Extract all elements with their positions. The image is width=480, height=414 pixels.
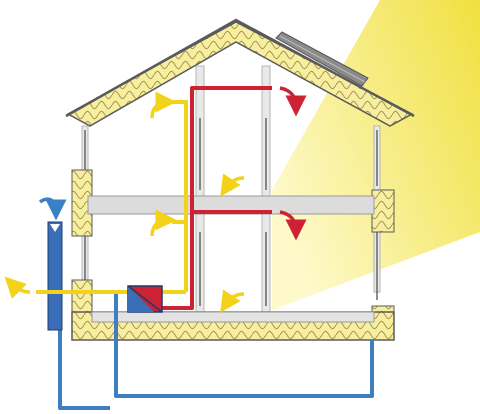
ground-loop-pipe	[114, 292, 374, 398]
right-upper-wall-insulation	[371, 189, 395, 233]
intake-duct	[58, 318, 110, 410]
wall-studs	[84, 118, 378, 306]
fresh-air-intake-icon	[47, 221, 63, 331]
exhaust-outlet-arrow	[4, 276, 31, 299]
heat-recovery-unit-icon	[127, 285, 163, 313]
exhaust-arrow-lower-right	[220, 289, 245, 313]
supply-duct-main	[160, 86, 272, 310]
solar-panel-icon	[275, 31, 369, 87]
ground-floor-surface	[91, 311, 375, 323]
intake-arrow	[38, 197, 67, 221]
supply-arrow-upper	[279, 86, 307, 117]
roof-edge	[65, 18, 415, 118]
left-lower-wall-insulation	[71, 279, 93, 315]
exhaust-arrow-upper-left	[150, 91, 177, 119]
roof-insulation	[66, 21, 414, 127]
exhaust-arrow-upper-right	[220, 173, 245, 197]
exhaust-arrow-lower-left	[150, 209, 177, 237]
exhaust-duct-upper	[172, 100, 188, 292]
supply-arrow-lower	[279, 210, 307, 241]
